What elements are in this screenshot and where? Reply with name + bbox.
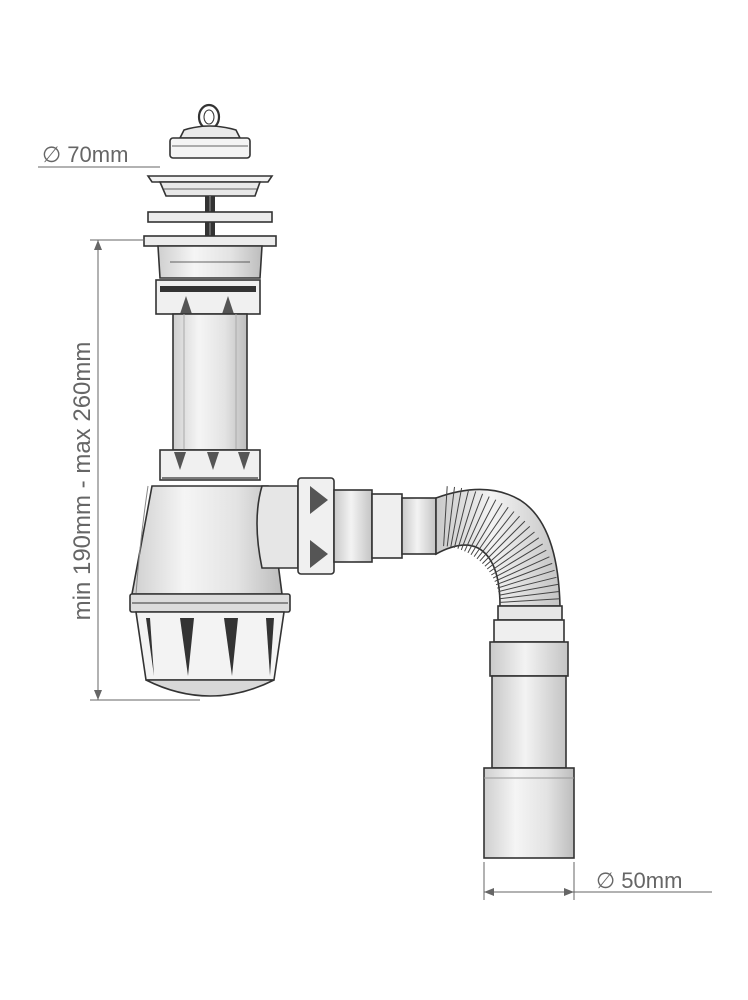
hose-rib xyxy=(450,487,463,548)
height-range-label: min 190mm - max 260mm xyxy=(69,342,96,621)
hose-rib xyxy=(489,537,540,573)
lower-nut xyxy=(159,449,261,481)
diameter-symbol-outlet: ∅ xyxy=(596,868,615,893)
hose-rib xyxy=(499,598,560,603)
svg-text:∅ 70mm: ∅ 70mm xyxy=(42,142,128,167)
corrugated-hose xyxy=(435,486,561,607)
hose-rib xyxy=(479,515,520,562)
hose-rib xyxy=(443,486,448,547)
hose-rib xyxy=(460,493,484,551)
hose-rib xyxy=(464,496,490,552)
outlet-pipe xyxy=(483,605,575,859)
hose-rib xyxy=(467,499,497,554)
vertical-tube xyxy=(172,313,248,451)
upper-nut xyxy=(155,279,261,315)
hose-rib xyxy=(446,486,455,547)
hose-rib xyxy=(453,489,470,548)
hose-rib xyxy=(486,531,535,570)
svg-text:∅ 50mm: ∅ 50mm xyxy=(596,868,682,893)
siphon-bowl xyxy=(129,485,299,697)
outlet-diameter-dimension: ∅ 50mm xyxy=(483,862,712,900)
hose-rib xyxy=(494,556,550,582)
outlet-diameter-value: 50mm xyxy=(621,868,682,893)
hose-rib xyxy=(495,562,553,586)
hose-rib xyxy=(482,520,526,564)
mount-plates xyxy=(143,211,277,279)
sink-plug xyxy=(169,103,251,159)
hose-rib xyxy=(470,503,503,555)
hose-rib xyxy=(498,576,557,593)
top-diameter-dimension: ∅ 70mm xyxy=(38,142,160,168)
hose-rib xyxy=(497,569,555,589)
hose-rib xyxy=(457,491,477,549)
top-diameter-value: 70mm xyxy=(67,142,128,167)
hose-rib xyxy=(473,506,509,557)
hose-rib xyxy=(492,549,547,579)
outlet-connector xyxy=(297,477,437,575)
hose-rib xyxy=(498,583,559,596)
height-dimension: min 190mm - max 260mm xyxy=(69,239,200,701)
diameter-symbol-top: ∅ xyxy=(42,142,61,167)
hose-rib xyxy=(491,543,543,576)
hose-rib xyxy=(476,511,515,560)
hose-rib xyxy=(484,526,531,567)
hose-rib xyxy=(499,591,560,600)
